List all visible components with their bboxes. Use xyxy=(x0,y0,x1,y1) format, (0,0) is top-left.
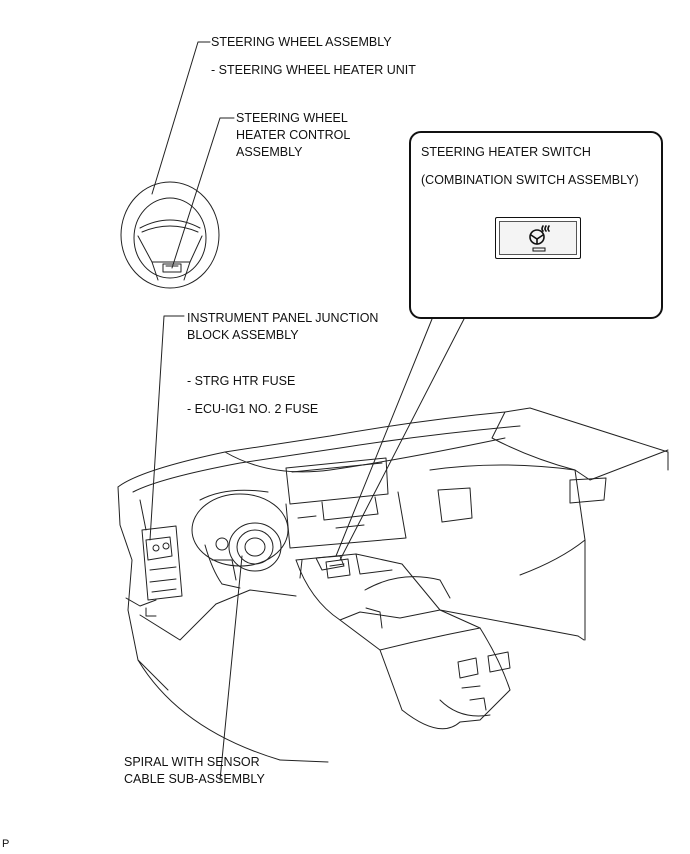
dashboard-illustration xyxy=(117,407,669,763)
callout-title-line2: (COMBINATION SWITCH ASSEMBLY) xyxy=(421,173,639,187)
label-heater-control-line3: ASSEMBLY xyxy=(236,145,303,159)
steering-wheel-illustration xyxy=(120,181,220,289)
label-ecu-ig1-fuse: - ECU-IG1 NO. 2 FUSE xyxy=(187,402,319,416)
label-strg-htr-fuse: - STRG HTR FUSE xyxy=(187,374,296,388)
label-junction-block-line1: INSTRUMENT PANEL JUNCTION xyxy=(187,311,379,325)
leader-lines xyxy=(149,41,465,781)
label-junction-block-line2: BLOCK ASSEMBLY xyxy=(187,328,299,342)
label-spiral-line2: CABLE SUB-ASSEMBLY xyxy=(124,772,265,786)
label-steering-wheel-assembly: STEERING WHEEL ASSEMBLY xyxy=(211,35,392,49)
callout-title-line1: STEERING HEATER SWITCH xyxy=(421,145,591,159)
label-heater-control-line2: HEATER CONTROL xyxy=(236,128,351,142)
label-steering-wheel-heater-unit: - STEERING WHEEL HEATER UNIT xyxy=(211,63,416,77)
steering-heater-icon xyxy=(529,225,550,252)
page-marker: P xyxy=(2,838,10,850)
label-heater-control-line1: STEERING WHEEL xyxy=(236,111,348,125)
label-spiral-line1: SPIRAL WITH SENSOR xyxy=(124,755,260,769)
